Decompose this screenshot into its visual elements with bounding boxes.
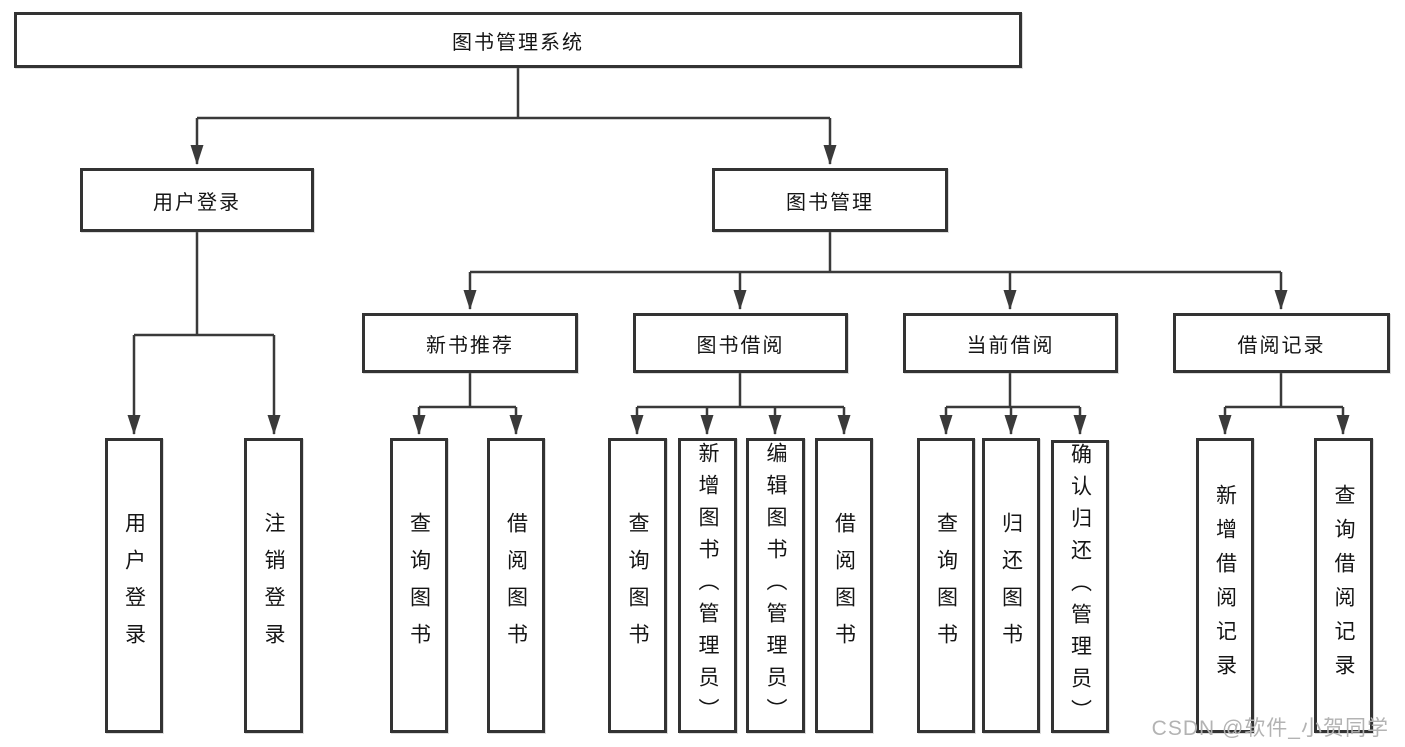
node-leaf-nbr-borrow-books: 借阅图书 (487, 438, 545, 733)
node-leaf-cb-return-books: 归还图书 (982, 438, 1040, 733)
node-label: 当前借阅 (966, 334, 1055, 357)
node-label: 借阅图书 (504, 511, 528, 660)
node-user-login: 用户登录 (80, 168, 314, 232)
node-leaf-logout: 注销登录 (244, 438, 303, 733)
node-leaf-bb-edit-books-admin: 编辑图书（管理员） (746, 438, 805, 733)
node-leaf-bb-borrow-books: 借阅图书 (815, 438, 873, 733)
node-label: 用户登录 (153, 191, 241, 214)
node-label: 归还图书 (999, 511, 1023, 660)
node-label: 新增图书（管理员） (696, 441, 719, 730)
node-leaf-bb-query-books: 查询图书 (608, 438, 667, 733)
node-leaf-cb-confirm-return-admin: 确认归还（管理员） (1051, 440, 1109, 733)
node-borrow-records: 借阅记录 (1173, 313, 1390, 373)
node-root: 图书管理系统 (14, 12, 1022, 68)
connector-user-login-group (127, 232, 281, 435)
node-label: 编辑图书（管理员） (764, 441, 787, 730)
connector-current-borrow-group (939, 373, 1087, 435)
node-label: 图书管理系统 (452, 31, 584, 54)
node-leaf-bb-add-books-admin: 新增图书（管理员） (678, 438, 737, 733)
node-label: 注销登录 (262, 511, 285, 660)
node-leaf-nbr-query-books: 查询图书 (390, 438, 448, 733)
node-label: 查询图书 (407, 511, 431, 660)
node-label: 查询图书 (626, 511, 649, 660)
node-book-borrow: 图书借阅 (633, 313, 848, 373)
node-label: 图书管理 (786, 191, 874, 214)
node-leaf-br-add-record: 新增借阅记录 (1196, 438, 1254, 733)
node-label: 查询图书 (934, 511, 958, 660)
connector-book-borrow-group (630, 373, 851, 435)
node-label: 用户登录 (122, 511, 146, 660)
node-new-book-recommend: 新书推荐 (362, 313, 578, 373)
node-book-management: 图书管理 (712, 168, 948, 232)
connector-book-management-group (463, 232, 1288, 310)
node-label: 借阅记录 (1237, 334, 1326, 357)
node-label: 查询借阅记录 (1332, 483, 1355, 688)
connector-new-book-recommend-group (412, 373, 523, 435)
node-leaf-cb-query-books: 查询图书 (917, 438, 975, 733)
node-label: 新书推荐 (426, 334, 514, 357)
connector-borrow-records-group (1218, 373, 1350, 435)
node-leaf-br-query-record: 查询借阅记录 (1314, 438, 1373, 733)
node-label: 确认归还（管理员） (1068, 443, 1092, 731)
node-label: 图书借阅 (696, 334, 785, 357)
connector-root (190, 68, 837, 165)
node-current-borrow: 当前借阅 (903, 313, 1118, 373)
node-leaf-user-login: 用户登录 (105, 438, 163, 733)
csdn-watermark: CSDN @软件_小贺同学 (1151, 717, 1389, 740)
node-label: 借阅图书 (832, 511, 856, 660)
node-label: 新增借阅记录 (1213, 483, 1237, 688)
